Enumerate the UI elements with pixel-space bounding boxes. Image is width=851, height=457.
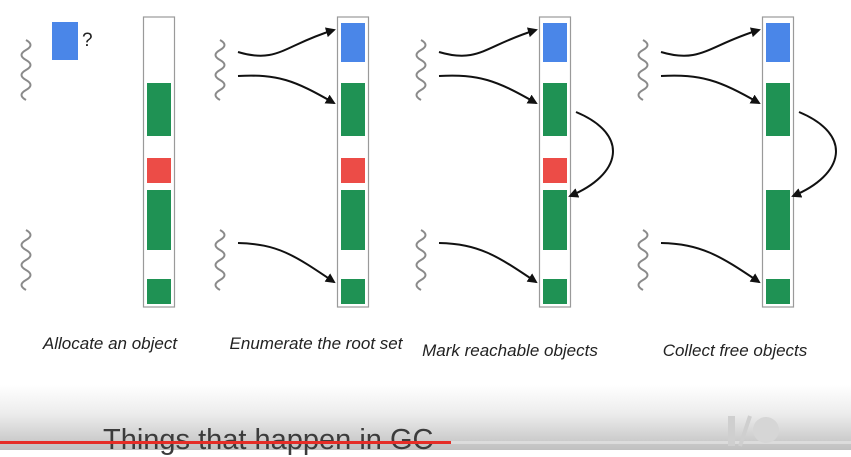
root-arrow xyxy=(237,74,336,104)
heap-object-green xyxy=(147,83,171,136)
heap-object-red xyxy=(543,158,567,183)
root-arrow xyxy=(438,27,538,57)
heap-object-green xyxy=(543,190,567,250)
heap-object-blue xyxy=(543,23,567,62)
heap-object-green xyxy=(766,83,790,136)
new-object xyxy=(52,22,78,60)
heap-object-blue xyxy=(766,23,790,62)
caption-enumerate-roots: Enumerate the root set xyxy=(229,334,403,353)
heap-object-green xyxy=(341,83,365,136)
mark-arrow xyxy=(568,111,614,198)
heap-object-green xyxy=(341,279,365,304)
root-squiggle xyxy=(20,39,32,101)
caption-mark-reachable: Mark reachable objects xyxy=(422,341,598,360)
caption-allocate: Allocate an object xyxy=(42,334,178,353)
heap-object-green xyxy=(766,190,790,250)
root-squiggle xyxy=(214,229,226,291)
root-squiggle xyxy=(415,229,427,291)
heap-object-green xyxy=(147,279,171,304)
heap-object-green xyxy=(543,279,567,304)
root-arrow xyxy=(660,27,761,57)
unknown-reference-mark: ? xyxy=(82,30,93,51)
heap-column xyxy=(761,16,795,308)
root-arrow xyxy=(660,242,761,284)
caption-collect-free: Collect free objects xyxy=(662,341,808,360)
mark-arrow xyxy=(791,111,837,198)
google-io-logo xyxy=(728,415,779,447)
root-arrow xyxy=(237,27,336,57)
root-squiggle xyxy=(415,39,427,101)
root-squiggle xyxy=(637,39,649,101)
root-arrow xyxy=(660,74,761,104)
root-squiggle xyxy=(20,229,32,291)
heap-object-green xyxy=(766,279,790,304)
heap-object-blue xyxy=(341,23,365,62)
root-squiggle xyxy=(214,39,226,101)
video-progress-bar[interactable] xyxy=(0,441,851,444)
video-footer-gradient xyxy=(0,385,851,450)
heap-object-green xyxy=(147,190,171,250)
heap-object-red xyxy=(147,158,171,183)
root-arrow xyxy=(237,242,336,284)
heap-object-green xyxy=(341,190,365,250)
heap-object-green xyxy=(543,83,567,136)
root-squiggle xyxy=(637,229,649,291)
video-progress-fill xyxy=(0,441,452,444)
root-arrow xyxy=(438,74,538,104)
root-arrow xyxy=(438,242,538,284)
heap-object-red xyxy=(341,158,365,183)
